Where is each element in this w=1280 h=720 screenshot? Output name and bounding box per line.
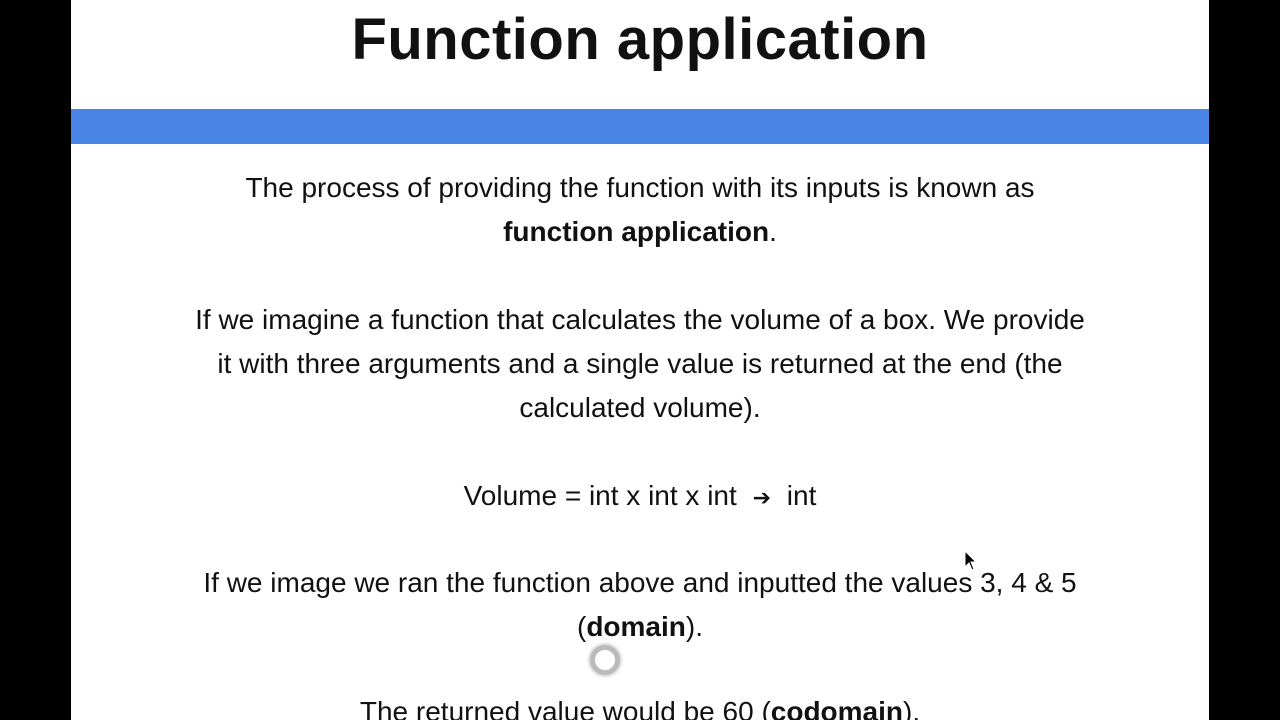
paragraph-2-line-3: calculated volume). <box>519 392 761 423</box>
paragraph-4-start: The returned value would be 60 ( <box>359 696 771 720</box>
paragraph-2-line-2: it with three arguments and a single val… <box>217 348 1063 379</box>
arrow-right-icon: ➔ <box>752 485 771 510</box>
formula-left: Volume = int x int x int <box>463 480 737 511</box>
paragraph-3-line-2: (domain). <box>71 610 1209 644</box>
title-accent-bar <box>71 109 1209 144</box>
paragraph-2-line-1: If we imagine a function that calculates… <box>195 304 1085 335</box>
click-indicator-icon <box>590 645 620 675</box>
slide: Function application The process of prov… <box>71 0 1209 720</box>
formula: Volume = int x int x int ➔ int <box>71 479 1209 515</box>
paragraph-1-line-2: function application. <box>71 215 1209 249</box>
term-domain: domain <box>586 611 686 642</box>
paragraph-3-line-1: If we image we ran the function above an… <box>203 567 1077 598</box>
term-codomain: codomain <box>770 696 904 720</box>
mouse-cursor-icon <box>964 550 978 571</box>
period: . <box>769 216 777 247</box>
paragraph-1-line-1: The process of providing the function wi… <box>245 172 1035 203</box>
slide-title: Function application <box>351 7 929 72</box>
term-function-application: function application <box>503 216 770 247</box>
paren-open: ( <box>577 611 587 642</box>
paragraph-4: The returned value would be 60 (codomain… <box>71 695 1209 720</box>
formula-right: int <box>786 480 817 511</box>
paragraph-4-end: ). <box>903 696 921 720</box>
paren-close: ). <box>685 611 703 642</box>
